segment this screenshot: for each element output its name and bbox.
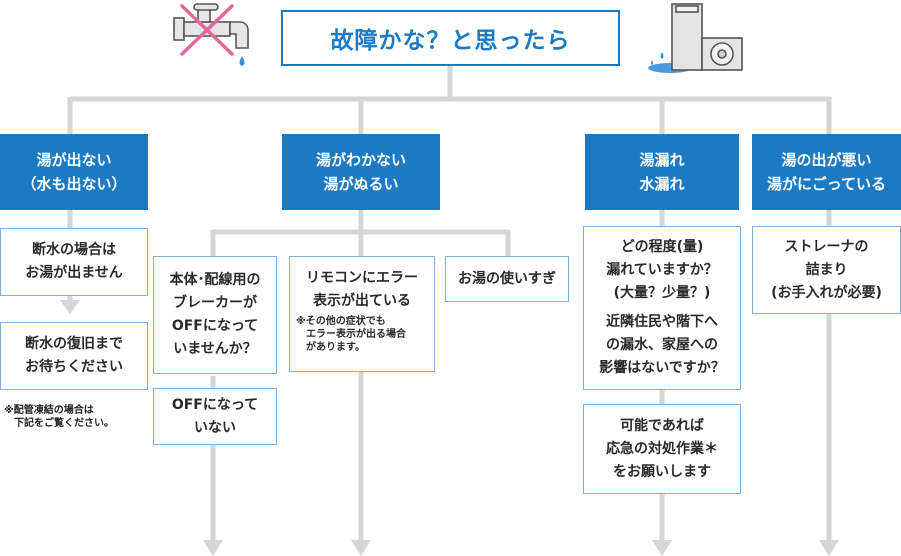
emergency-action-box: 可能であれば 応急の対処作業＊ をお願いします (583, 404, 741, 494)
box-line: (大量？少量？) (613, 285, 711, 301)
note-line: エラー表示が出る場合 (296, 329, 406, 340)
box-line: ストレーナの (784, 238, 869, 255)
pipe-freeze-note: ※配管凍結の場合は 下記をご覧ください。 (4, 404, 114, 430)
box-line: いない (194, 419, 236, 436)
arrowhead (819, 540, 839, 556)
box-line: 可能であれば (620, 417, 704, 434)
box-line: OFFになって (171, 396, 259, 413)
category-line: 湯の出が悪い (781, 151, 872, 169)
page-title: 故障かな？と思ったら (281, 10, 620, 66)
breaker-not-off-box: OFFになって いない (153, 388, 277, 445)
category-line: 湯が出ない (36, 151, 112, 169)
category-line: 湯漏れ (639, 151, 685, 169)
breaker-check-box: 本体･配線用の ブレーカーが OFFになって いませんか？ (153, 256, 277, 374)
box-line: お待ちください (25, 359, 123, 375)
box-line: 断水の場合は (32, 242, 116, 258)
category-line: 湯がぬるい (323, 175, 399, 193)
box-line: 断水の復旧まで (25, 336, 123, 352)
wait-restore-box: 断水の復旧まで お待ちください (0, 322, 148, 390)
note-line: ※配管凍結の場合は (4, 405, 94, 416)
note-line: 下記をご覧ください。 (4, 418, 114, 429)
category-not-heating: 湯がわかない 湯がぬるい (282, 134, 440, 210)
box-line: お湯の使いすぎ (458, 270, 556, 287)
arrowhead (351, 540, 371, 556)
remote-error-note: ※その他の症状でも エラー表示が出る場合 があります。 (290, 315, 406, 354)
arrowhead (203, 540, 223, 556)
box-line: 表示が出ている (313, 293, 411, 309)
water-outage-box: 断水の場合は お湯が出ません (0, 228, 148, 296)
title-text: 故障かな？と思ったら (330, 28, 571, 54)
category-line: 湯がにごっている (767, 175, 886, 193)
box-line: 漏れていますか？ (606, 262, 718, 278)
category-line: （水も出ない） (21, 175, 127, 193)
category-line: 水漏れ (639, 175, 685, 193)
category-leak: 湯漏れ 水漏れ (585, 134, 739, 210)
category-line: 湯がわかない (315, 151, 406, 169)
overuse-box: お湯の使いすぎ (445, 256, 569, 302)
arrowhead (652, 540, 672, 556)
box-line: リモコンにエラー (306, 270, 418, 286)
water-heater-leak-icon (648, 3, 743, 73)
box-line: 影響はないですか？ (599, 360, 725, 376)
box-line: 詰まり (805, 261, 848, 278)
box-line: お湯が出ません (25, 265, 123, 281)
box-line: 近隣住民や階下へ (606, 314, 718, 330)
box-line: 本体･配線用の (169, 272, 261, 288)
box-line: (お手入れが必要) (771, 284, 882, 301)
box-line: どの程度(量) (620, 239, 704, 255)
box-line: ブレーカーが (173, 295, 257, 311)
box-line: いませんか？ (173, 341, 257, 357)
remote-error-box: リモコンにエラー 表示が出ている ※その他の症状でも エラー表示が出る場合 があ… (289, 256, 435, 372)
leak-check-box: どの程度(量) 漏れていますか？ (大量？少量？) 近隣住民や階下へ の漏水、家… (583, 226, 741, 390)
box-line: OFFになって (171, 318, 259, 334)
strainer-box: ストレーナの 詰まり (お手入れが必要) (752, 226, 901, 314)
box-line: 応急の対処作業＊ (606, 440, 718, 457)
note-line: ※その他の症状でも (296, 316, 386, 327)
box-line: をお願いします (613, 463, 711, 480)
note-line: があります。 (296, 342, 365, 353)
category-poor-flow: 湯の出が悪い 湯がにごっている (752, 134, 901, 210)
arrowhead (60, 300, 80, 314)
category-no-hot-water: 湯が出ない （水も出ない） (0, 134, 148, 210)
box-line: の漏水、家屋への (606, 337, 718, 353)
faucet-crossed-icon (173, 3, 249, 66)
